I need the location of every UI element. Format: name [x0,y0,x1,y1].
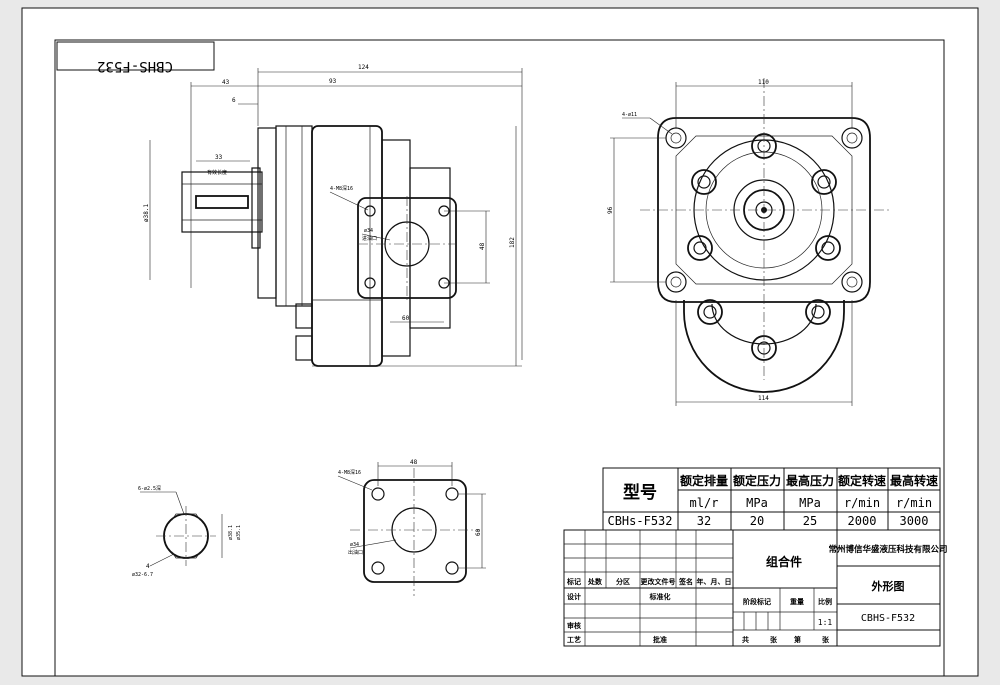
spec-table: 型号 额定排量 额定压力 最高压力 额定转速 最高转速 ml/r MPa MPa… [602,467,941,531]
port-detail: 48 4-M8深16 60 ø34 出油口 [337,459,486,596]
tb-label-design: 设计 [567,592,581,601]
tb-label-date: 年、月、日 [697,577,732,586]
dim-shaft-d1: ø38.1 [228,525,234,540]
spec-value-displacement: 32 [697,514,711,528]
spec-value-rated-pressure: 20 [750,514,764,528]
paper [21,7,979,677]
dim-port-bolts: 4-M8深16 [338,469,361,476]
dim-front-holes: 4-ø11 [622,112,637,118]
tb-assembly: 组合件 [766,554,802,569]
tb-label-stage: 阶段标记 [743,597,771,606]
svg-text:出油口: 出油口 [348,549,363,556]
dim-shaft-d2: ø35.1 [236,525,242,540]
tb-drawing-no: CBHS-F532 [861,613,915,624]
dim-side-port-spacing: 48 [479,242,486,250]
tb-label-approve: 批准 [653,635,667,644]
svg-text:ø34: ø34 [364,228,373,234]
drawing-border [54,39,945,677]
tb-label-process: 工艺 [567,635,581,644]
dim-port-width: 48 [410,459,418,466]
dim-side-flange-thickness: 6 [232,97,236,104]
tb-label-sheet: 张 [822,635,830,644]
spec-unit-max-speed: r/min [896,496,932,510]
tb-drawing-name: 外形图 [871,579,905,593]
spec-unit-rated-speed: r/min [844,496,880,510]
spec-header-rated-pressure: 额定压力 [733,473,781,488]
tb-label-page: 第 [794,635,801,644]
tb-label-standard: 标准化 [649,592,671,601]
spec-unit-displacement: ml/r [690,496,719,510]
title-box-text: CBHS-F532 [97,58,173,74]
spec-header-model: 型号 [623,482,657,503]
tb-label-total: 共 [742,635,749,644]
dim-front-height: 96 [607,206,614,214]
dim-side-body: 93 [329,78,337,85]
dim-shaft-key: 6-ø2.5深 [138,485,161,492]
dim-side-overall: 124 [358,64,369,71]
side-view: 124 93 43 6 33 有效长度 ø38.1 [143,64,523,367]
svg-text:ø34: ø34 [350,542,359,548]
spec-header-max-pressure: 最高压力 [786,473,834,488]
dim-front-width: 114 [758,395,769,402]
tb-label-mark: 标记 [566,577,581,586]
tb-label-review: 审核 [567,621,581,630]
spec-unit-rated-pressure: MPa [746,496,768,510]
dim-front-span: 110 [758,79,769,86]
tb-label-zone: 分区 [616,577,630,586]
title-box: CBHS-F532 [56,41,215,74]
tb-scale: 1:1 [818,618,833,627]
spec-header-displacement: 额定排量 [680,473,728,488]
dim-side-shaft-length: 33 [215,154,223,161]
dim-shaft-note: 4 [146,563,150,570]
spec-value-max-pressure: 25 [803,514,817,528]
dim-side-shaft-dia: ø38.1 [143,204,150,222]
dim-port-height: 60 [475,528,482,536]
spec-value-model: CBHs-F532 [607,514,672,528]
spec-value-rated-speed: 2000 [848,514,877,528]
tb-label-ratio: 比例 [818,597,832,606]
tb-company: 常州博信华盛液压科技有限公司 [828,544,947,555]
shaft-section: 6-ø2.5深 ø38.1 ø35.1 4 ø32-6.7 [132,485,242,578]
spec-value-max-speed: 3000 [900,514,929,528]
tb-label-count: 处数 [587,577,603,586]
spec-header-rated-speed: 额定转速 [838,473,886,488]
dim-side-flange: 43 [222,79,230,86]
front-view: 110 4-ø11 96 114 [607,78,890,406]
tb-label-sheets: 张 [770,635,778,644]
dim-side-port-bolts: 4-M8深16 [330,185,353,192]
svg-text:有效长度: 有效长度 [207,169,227,176]
svg-text:进油口: 进油口 [362,235,377,242]
tb-label-change-doc: 更改文件号 [641,577,676,586]
dim-side-height: 182 [509,237,516,248]
spec-header-max-speed: 最高转速 [890,473,938,488]
title-block: 标记 处数 分区 更改文件号 签名 年、月、日 设计 标准化 审核 工艺 批准 … [563,529,948,647]
tb-label-weight: 重量 [790,597,804,606]
tb-label-sign: 签名 [678,577,693,586]
dim-shaft-spline: ø32-6.7 [132,572,153,578]
dim-side-port-offset: 60 [402,315,410,322]
spec-unit-max-pressure: MPa [799,496,821,510]
